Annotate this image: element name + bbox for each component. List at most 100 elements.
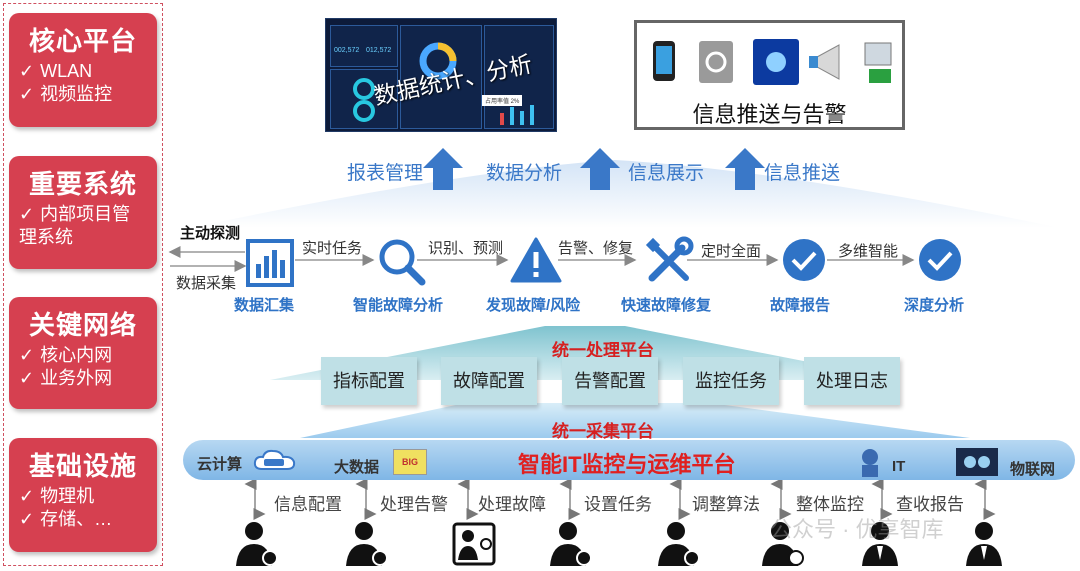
platform-main-title: 智能IT监控与运维平台 <box>518 452 736 477</box>
check-circle-icon <box>783 239 825 281</box>
pie-chart-icon <box>419 42 457 80</box>
up-arrow <box>580 148 620 190</box>
platform-item: 云计算 <box>197 456 243 473</box>
check-icon: ✓ <box>19 486 35 506</box>
card-item: ✓核心内网 <box>19 345 113 365</box>
platform-item: 大数据 <box>334 459 380 476</box>
ai-head-icon <box>862 449 878 477</box>
config-box: 监控任务 <box>683 357 779 405</box>
warning-icon <box>510 237 562 283</box>
user-suit-icon <box>966 522 1002 566</box>
curved-arrows <box>190 148 1060 228</box>
card-core-platform: 核心平台 ✓WLAN ✓视频监控 <box>9 13 157 127</box>
alarm-panel: 信息推送与告警 <box>634 20 905 130</box>
input-label: 主动探测 <box>180 225 241 242</box>
flow-lines <box>168 246 915 272</box>
check-circle-icon <box>919 239 961 281</box>
input-label: 数据采集 <box>176 275 237 292</box>
up-label: 信息推送 <box>764 163 841 184</box>
computer-icon <box>864 42 892 83</box>
user-safe-icon <box>452 522 496 566</box>
role-label: 查收报告 <box>896 495 964 514</box>
role-arrows <box>244 480 996 520</box>
card-item: ✓视频监控 <box>19 84 113 104</box>
dashboard-screenshot: 002,572 012,572 占用率值 2% 数据统计、分析 <box>325 18 557 132</box>
card-key-network: 关键网络 ✓核心内网 ✓业务外网 <box>9 297 157 409</box>
alarm-title: 信息推送与告警 <box>692 102 847 127</box>
config-box: 处理日志 <box>804 357 900 405</box>
alarm-icons-row <box>653 39 892 85</box>
email-book-icon <box>699 41 733 83</box>
check-icon: ✓ <box>19 345 35 365</box>
platform-item: 物联网 <box>1010 461 1056 478</box>
user-gear-icon <box>550 522 592 566</box>
iot-icon <box>956 448 998 476</box>
config-box: 指标配置 <box>321 357 417 405</box>
platform-item: IT <box>892 458 906 475</box>
user-suit-icon <box>862 522 898 566</box>
check-icon: ✓ <box>19 84 35 104</box>
user-gear-icon <box>236 522 278 566</box>
flow-edge-label: 告警、修复 <box>558 240 634 257</box>
card-infrastructure: 基础设施 ✓物理机 ✓存储、… <box>9 438 157 552</box>
config-box: 告警配置 <box>562 357 658 405</box>
donut-chart-icon <box>353 78 375 122</box>
flow-node-label: 深度分析 <box>904 297 965 314</box>
flow-edge-label: 实时任务 <box>302 240 363 257</box>
dashboard-tag: 占用率值 2% <box>482 95 523 106</box>
role-label: 处理告警 <box>380 495 448 514</box>
check-icon: ✓ <box>19 368 35 388</box>
wrench-screwdriver-icon <box>645 236 694 282</box>
user-copyright-icon <box>762 522 804 566</box>
check-icon: ✓ <box>19 61 35 81</box>
cloud-icon <box>253 449 296 470</box>
up-arrow <box>725 148 765 190</box>
flow-node-label: 故障报告 <box>770 297 831 314</box>
card-important-systems: 重要系统 ✓内部项目管理系统 <box>9 156 157 269</box>
role-label: 处理故障 <box>478 495 546 514</box>
card-item: ✓存储、… <box>19 509 113 529</box>
base-platform-bar <box>183 440 1075 480</box>
display-icon <box>753 39 799 85</box>
flow-edge-label: 定时全面 <box>701 243 762 260</box>
check-icon: ✓ <box>19 204 35 224</box>
megaphone-icon <box>809 44 840 80</box>
card-title: 核心平台 <box>28 26 137 56</box>
card-item: ✓内部项目管理系统 <box>19 204 131 247</box>
flow-node-label: 快速故障修复 <box>621 297 712 314</box>
dashboard-number: 012,572 <box>366 47 392 54</box>
card-item: ✓业务外网 <box>19 368 113 388</box>
role-label: 调整算法 <box>692 495 760 514</box>
flow-node-label: 数据汇集 <box>234 297 295 314</box>
flow-edge-label: 识别、预测 <box>428 240 504 257</box>
role-label: 设置任务 <box>584 495 652 514</box>
dashboard-number: 002,572 <box>334 47 360 54</box>
flow-node-label: 智能故障分析 <box>353 297 444 314</box>
person-icons-row <box>236 522 1002 566</box>
role-label: 整体监控 <box>796 495 864 514</box>
up-arrow <box>423 148 463 190</box>
user-gear-icon <box>658 522 700 566</box>
card-title: 关键网络 <box>28 310 137 340</box>
collection-platform-title: 统一采集平台 <box>552 422 654 441</box>
role-label: 信息配置 <box>274 495 342 514</box>
config-box: 故障配置 <box>441 357 537 405</box>
user-gear-icon <box>346 522 388 566</box>
card-item: ✓物理机 <box>19 486 95 506</box>
card-item: ✓WLAN <box>19 61 93 81</box>
bar-chart-icon <box>246 239 294 287</box>
bar-mini-chart <box>500 105 534 125</box>
left-panel-frame <box>3 3 163 566</box>
up-label: 数据分析 <box>486 163 563 184</box>
check-icon: ✓ <box>19 509 35 529</box>
up-label: 信息展示 <box>628 163 705 184</box>
collection-roof <box>300 403 970 438</box>
flow-edge-label: 多维智能 <box>838 243 899 260</box>
magnifier-icon <box>379 239 426 286</box>
card-title: 基础设施 <box>28 451 137 481</box>
flow-node-label: 发现故障/风险 <box>486 297 581 314</box>
phone-icon <box>653 41 675 81</box>
processing-platform-title: 统一处理平台 <box>552 341 654 360</box>
watermark: 公众号 · 优享智库 <box>770 517 944 542</box>
big-data-icon: BIG <box>393 449 427 475</box>
